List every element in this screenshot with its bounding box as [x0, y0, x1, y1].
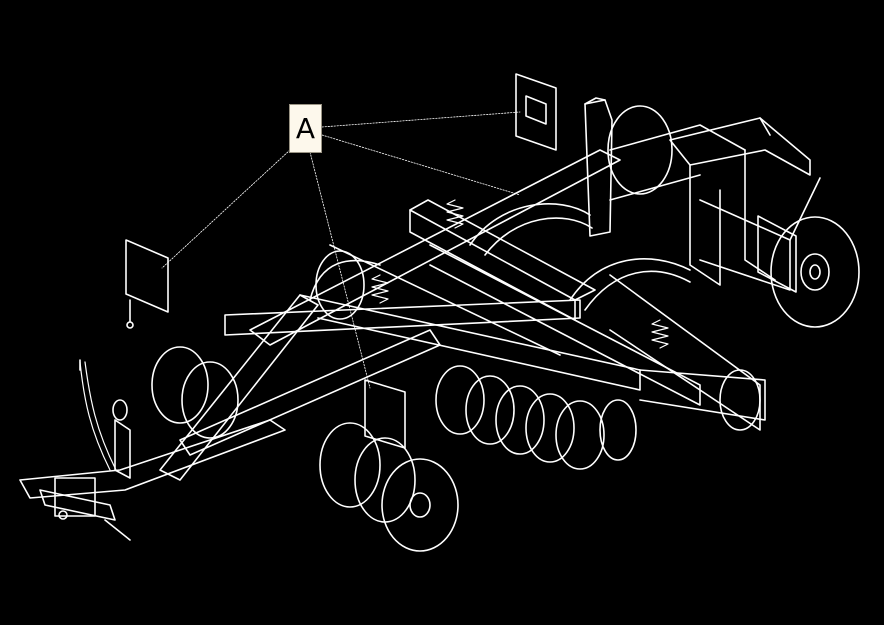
- leader-line-rear-sign: [321, 134, 521, 196]
- leader-line-top-right-sign: [321, 111, 521, 128]
- callout-label-text: A: [295, 112, 316, 145]
- rear-wheel-left: [607, 105, 673, 195]
- leader-line-left-sign: [161, 149, 291, 269]
- main-frame: [159, 149, 761, 481]
- sign-rear: [757, 215, 797, 293]
- sign-left: [125, 239, 169, 313]
- leader-line-center-sign: [309, 151, 371, 389]
- coil-springs: [371, 199, 669, 349]
- sign-top-right: [515, 73, 557, 151]
- front-disc-end: [381, 458, 459, 552]
- front-disc-gang: [151, 346, 459, 552]
- rear-disc-gang: [315, 250, 766, 470]
- callout-label-a: A: [289, 104, 322, 153]
- warning-signs: [125, 73, 797, 449]
- jack-stand: [112, 399, 131, 479]
- sign-center: [364, 379, 406, 449]
- safety-chain: [79, 361, 117, 471]
- spring-arms: [309, 203, 691, 311]
- rear-disc-end: [599, 399, 637, 461]
- leader-lines: [161, 111, 521, 389]
- rear-wheel-right: [770, 216, 860, 328]
- rear-wheel-assembly: [584, 97, 860, 328]
